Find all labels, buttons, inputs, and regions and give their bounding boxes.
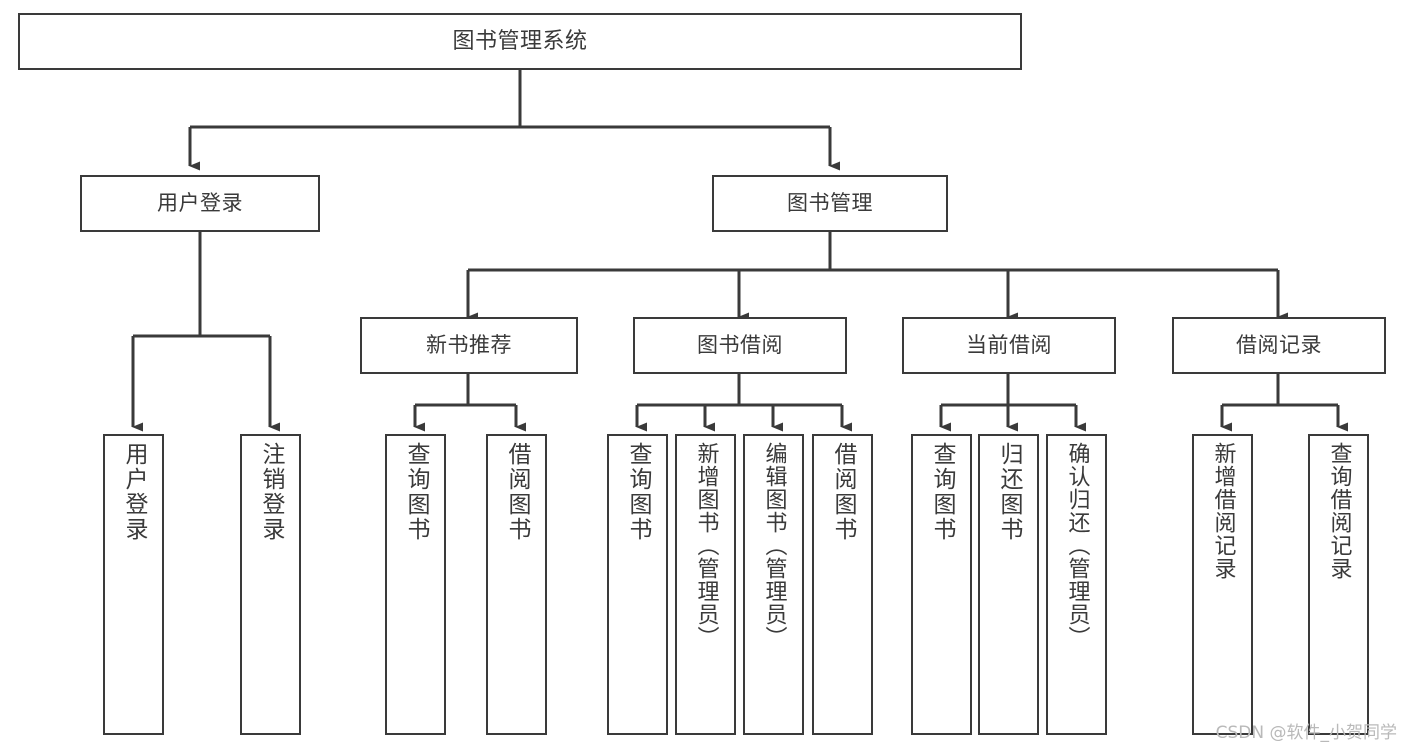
- watermark-text: CSDN @软件_小贺同学: [1215, 723, 1397, 743]
- node-leaf-user-login[interactable]: 用户登录: [103, 434, 164, 735]
- node-book-borrow-label: 图书借阅: [697, 333, 783, 358]
- node-leaf-borrow-book-1-label: 借阅图书: [504, 442, 530, 542]
- node-leaf-query-record[interactable]: 查询借阅记录: [1308, 434, 1369, 735]
- node-root[interactable]: 图书管理系统: [18, 13, 1022, 70]
- node-leaf-add-record-label: 新增借阅记录: [1210, 442, 1236, 580]
- node-new-book-recommend[interactable]: 新书推荐: [360, 317, 578, 374]
- node-book-management[interactable]: 图书管理: [712, 175, 948, 232]
- node-leaf-query-record-label: 查询借阅记录: [1326, 442, 1352, 580]
- node-leaf-query-book-3[interactable]: 查询图书: [911, 434, 972, 735]
- node-leaf-edit-book-label: 编辑图书（管理员）: [761, 442, 787, 649]
- node-leaf-add-record[interactable]: 新增借阅记录: [1192, 434, 1253, 735]
- node-leaf-logout-label: 注销登录: [258, 442, 284, 542]
- node-borrow-record[interactable]: 借阅记录: [1172, 317, 1386, 374]
- node-book-management-label: 图书管理: [787, 191, 873, 216]
- node-leaf-borrow-book-2[interactable]: 借阅图书: [812, 434, 873, 735]
- node-leaf-confirm-return-label: 确认归还（管理员）: [1064, 442, 1090, 649]
- node-leaf-borrow-book-1[interactable]: 借阅图书: [486, 434, 547, 735]
- node-leaf-query-book-3-label: 查询图书: [929, 442, 955, 542]
- node-leaf-query-book-1-label: 查询图书: [403, 442, 429, 542]
- node-current-borrow-label: 当前借阅: [966, 333, 1052, 358]
- node-leaf-query-book-2-label: 查询图书: [625, 442, 651, 542]
- node-leaf-return-book[interactable]: 归还图书: [978, 434, 1039, 735]
- node-leaf-logout[interactable]: 注销登录: [240, 434, 301, 735]
- node-leaf-user-login-label: 用户登录: [121, 442, 147, 542]
- node-leaf-confirm-return[interactable]: 确认归还（管理员）: [1046, 434, 1107, 735]
- node-leaf-add-book[interactable]: 新增图书（管理员）: [675, 434, 736, 735]
- node-user-login-label: 用户登录: [157, 191, 243, 216]
- node-leaf-query-book-2[interactable]: 查询图书: [607, 434, 668, 735]
- node-user-login[interactable]: 用户登录: [80, 175, 320, 232]
- node-leaf-borrow-book-2-label: 借阅图书: [830, 442, 856, 542]
- node-current-borrow[interactable]: 当前借阅: [902, 317, 1116, 374]
- node-leaf-add-book-label: 新增图书（管理员）: [693, 442, 719, 649]
- node-leaf-edit-book[interactable]: 编辑图书（管理员）: [743, 434, 804, 735]
- node-book-borrow[interactable]: 图书借阅: [633, 317, 847, 374]
- node-leaf-query-book-1[interactable]: 查询图书: [385, 434, 446, 735]
- node-borrow-record-label: 借阅记录: [1236, 333, 1322, 358]
- node-root-label: 图书管理系统: [452, 28, 588, 54]
- node-new-book-recommend-label: 新书推荐: [426, 333, 512, 358]
- node-leaf-return-book-label: 归还图书: [996, 442, 1022, 542]
